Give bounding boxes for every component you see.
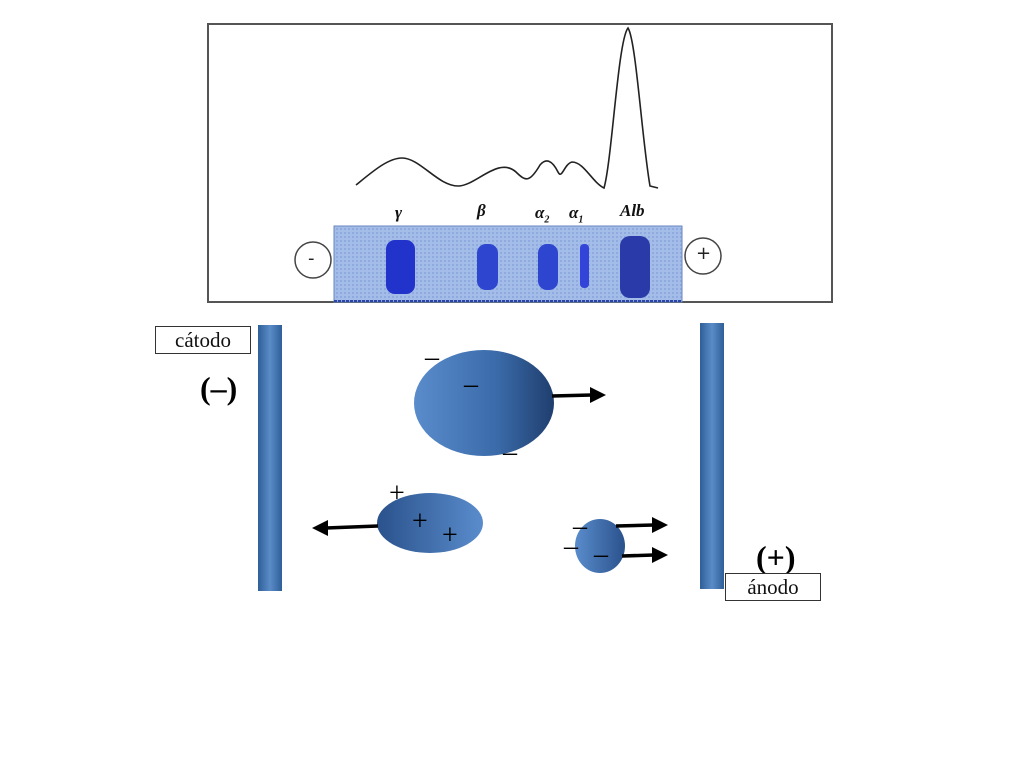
anode-label: ánodo [725, 573, 821, 601]
charge-minus-5: – [564, 531, 578, 562]
cathode-label: cátodo [155, 326, 251, 354]
large-particle-arrow-shaft [551, 393, 593, 398]
strip-positive-sign: + [696, 243, 712, 264]
positive-particle-arrow-head [312, 520, 328, 536]
charge-minus-3: – [503, 437, 517, 468]
charge-minus-4: – [573, 511, 587, 542]
densitometry-curve [355, 26, 659, 190]
band-alpha1 [580, 244, 589, 288]
anode-rod [700, 323, 724, 589]
band-label-albumin: Alb [620, 201, 645, 220]
charge-minus-6: – [594, 539, 608, 570]
band-label-alpha2: α2 [535, 203, 550, 226]
cathode-sign: (–) [200, 370, 238, 406]
positive-particle-arrow-shaft [325, 524, 379, 530]
charge-plus-1: + [389, 478, 405, 509]
band-gamma [386, 240, 415, 294]
large-particle-arrow-head [590, 387, 606, 403]
band-label-alpha1: α1 [569, 203, 584, 226]
small-particle-arrow1-shaft [615, 523, 655, 528]
band-label-gamma: γ [395, 203, 403, 222]
large-negative-particle [414, 350, 554, 456]
band-albumin [620, 236, 650, 298]
charge-plus-3: + [442, 520, 458, 551]
band-label-beta: β [477, 201, 486, 220]
charge-plus-2: + [412, 506, 428, 537]
small-particle-arrow2-head [652, 547, 668, 563]
charge-minus-1: – [425, 342, 439, 373]
small-particle-arrow2-shaft [621, 553, 655, 558]
small-particle-arrow1-head [652, 517, 668, 533]
charge-minus-2: – [464, 369, 478, 400]
cathode-rod [258, 325, 282, 591]
strip-negative-sign: - [308, 248, 315, 269]
small-negative-particle [575, 519, 625, 573]
band-beta [477, 244, 498, 290]
band-alpha2 [538, 244, 558, 290]
strip-positive-electrode [684, 237, 722, 275]
anode-sign: (+) [756, 539, 796, 575]
strip-negative-electrode [294, 241, 332, 279]
positive-particle [377, 493, 483, 553]
